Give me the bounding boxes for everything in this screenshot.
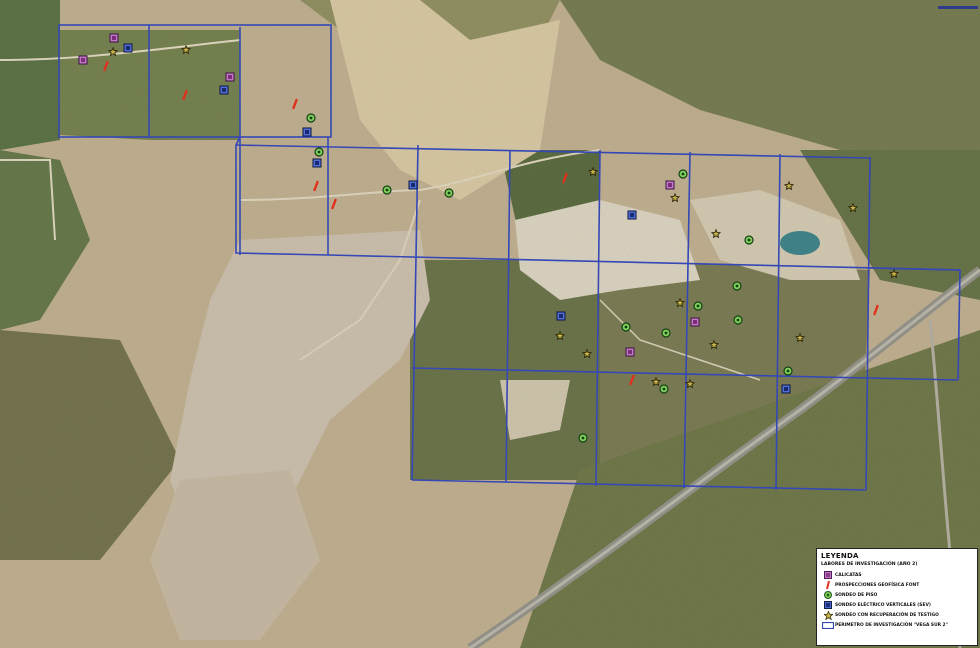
- testigo-marker: [794, 332, 806, 343]
- sondeo-piso-marker: [693, 301, 703, 311]
- calicata-markers: [78, 33, 700, 357]
- legend-row-perimetro: PERIMETRO DE INVESTIGACIÓN "VEGA SUR 2": [821, 620, 973, 630]
- legend-row-sev: SONDEO ELÉCTRICO VERTICALES (SEV): [821, 600, 973, 610]
- testigo-marker: [708, 339, 720, 350]
- calicata-marker: [690, 317, 700, 327]
- sondeo-piso-markers: [306, 113, 793, 443]
- legend-label: SONDEO CON RECUPERACIÓN DE TESTIGO: [835, 612, 939, 618]
- calicata-icon: [821, 570, 835, 580]
- prospeccion-marker: [629, 374, 635, 386]
- prospeccion-marker: [103, 60, 109, 72]
- sondeo-piso-marker: [783, 366, 793, 376]
- calicata-marker: [225, 72, 235, 82]
- sev-marker: [627, 210, 637, 220]
- calicata-marker: [665, 180, 675, 190]
- legend-label: SONDEO DE PISO: [835, 592, 878, 598]
- legend-label: PROSPECCIONES GEOFÍSICA FONT: [835, 582, 920, 588]
- map-legend: LEYENDA LABORES DE INVESTIGACIÓN (AÑO 2)…: [816, 548, 978, 646]
- sondeo-piso-marker: [678, 169, 688, 179]
- legend-row-prospecciones: PROSPECCIONES GEOFÍSICA FONT: [821, 580, 973, 590]
- sondeo-piso-marker: [732, 281, 742, 291]
- legend-row-calicatas: CALICATAS: [821, 570, 973, 580]
- sondeo-piso-marker: [744, 235, 754, 245]
- testigo-marker: [180, 44, 192, 55]
- testigo-marker: [107, 46, 119, 57]
- testigo-marker: [669, 192, 681, 203]
- sondeo-piso-marker: [306, 113, 316, 123]
- testigo-marker: [710, 228, 722, 239]
- testigo-marker: [587, 166, 599, 177]
- north-tab: [938, 6, 978, 9]
- prospeccion-marker: [292, 98, 298, 110]
- testigo-marker: [650, 376, 662, 387]
- testigo-marker: [888, 268, 900, 279]
- prospeccion-marker: [313, 180, 319, 192]
- sondeo-piso-marker: [659, 384, 669, 394]
- sev-icon: [821, 600, 835, 610]
- calicata-marker: [78, 55, 88, 65]
- testigo-marker: [581, 348, 593, 359]
- sev-marker: [219, 85, 229, 95]
- testigo-marker: [674, 297, 686, 308]
- sondeo-piso-marker: [621, 322, 631, 332]
- testigo-marker: [684, 378, 696, 389]
- sev-marker: [123, 43, 133, 53]
- sondeo-piso-marker: [314, 147, 324, 157]
- legend-label: SONDEO ELÉCTRICO VERTICALES (SEV): [835, 602, 931, 608]
- sondeo-piso-marker: [444, 188, 454, 198]
- legend-row-sondeo-piso: SONDEO DE PISO: [821, 590, 973, 600]
- testigo-marker: [847, 202, 859, 213]
- calicata-marker: [109, 33, 119, 43]
- star-icon: [821, 610, 835, 620]
- legend-label: PERIMETRO DE INVESTIGACIÓN "VEGA SUR 2": [835, 622, 948, 628]
- prospeccion-marker: [562, 172, 568, 184]
- testigo-marker: [783, 180, 795, 191]
- testigo-markers: [107, 44, 900, 389]
- legend-row-testigo: SONDEO CON RECUPERACIÓN DE TESTIGO: [821, 610, 973, 620]
- sev-markers: [123, 43, 791, 394]
- prospeccion-marker: [182, 89, 188, 101]
- sondeo-piso-icon: [821, 590, 835, 600]
- sondeo-piso-marker: [578, 433, 588, 443]
- prospeccion-marker: [331, 198, 337, 210]
- perimeter-icon: [821, 620, 835, 630]
- legend-title: LEYENDA: [821, 552, 859, 560]
- calicata-marker: [625, 347, 635, 357]
- sondeo-piso-marker: [661, 328, 671, 338]
- prospeccion-marker: [873, 304, 879, 316]
- sondeo-piso-marker: [733, 315, 743, 325]
- prospeccion-icon: [821, 580, 835, 590]
- legend-label: CALICATAS: [835, 572, 862, 578]
- prospeccion-markers: [103, 60, 879, 386]
- sondeo-piso-marker: [382, 185, 392, 195]
- sev-marker: [556, 311, 566, 321]
- investigation-grid: [58, 24, 961, 491]
- sev-marker: [781, 384, 791, 394]
- sev-marker: [408, 180, 418, 190]
- testigo-marker: [554, 330, 566, 341]
- sev-marker: [312, 158, 322, 168]
- legend-subtitle: LABORES DE INVESTIGACIÓN (AÑO 2): [821, 562, 918, 567]
- sev-marker: [302, 127, 312, 137]
